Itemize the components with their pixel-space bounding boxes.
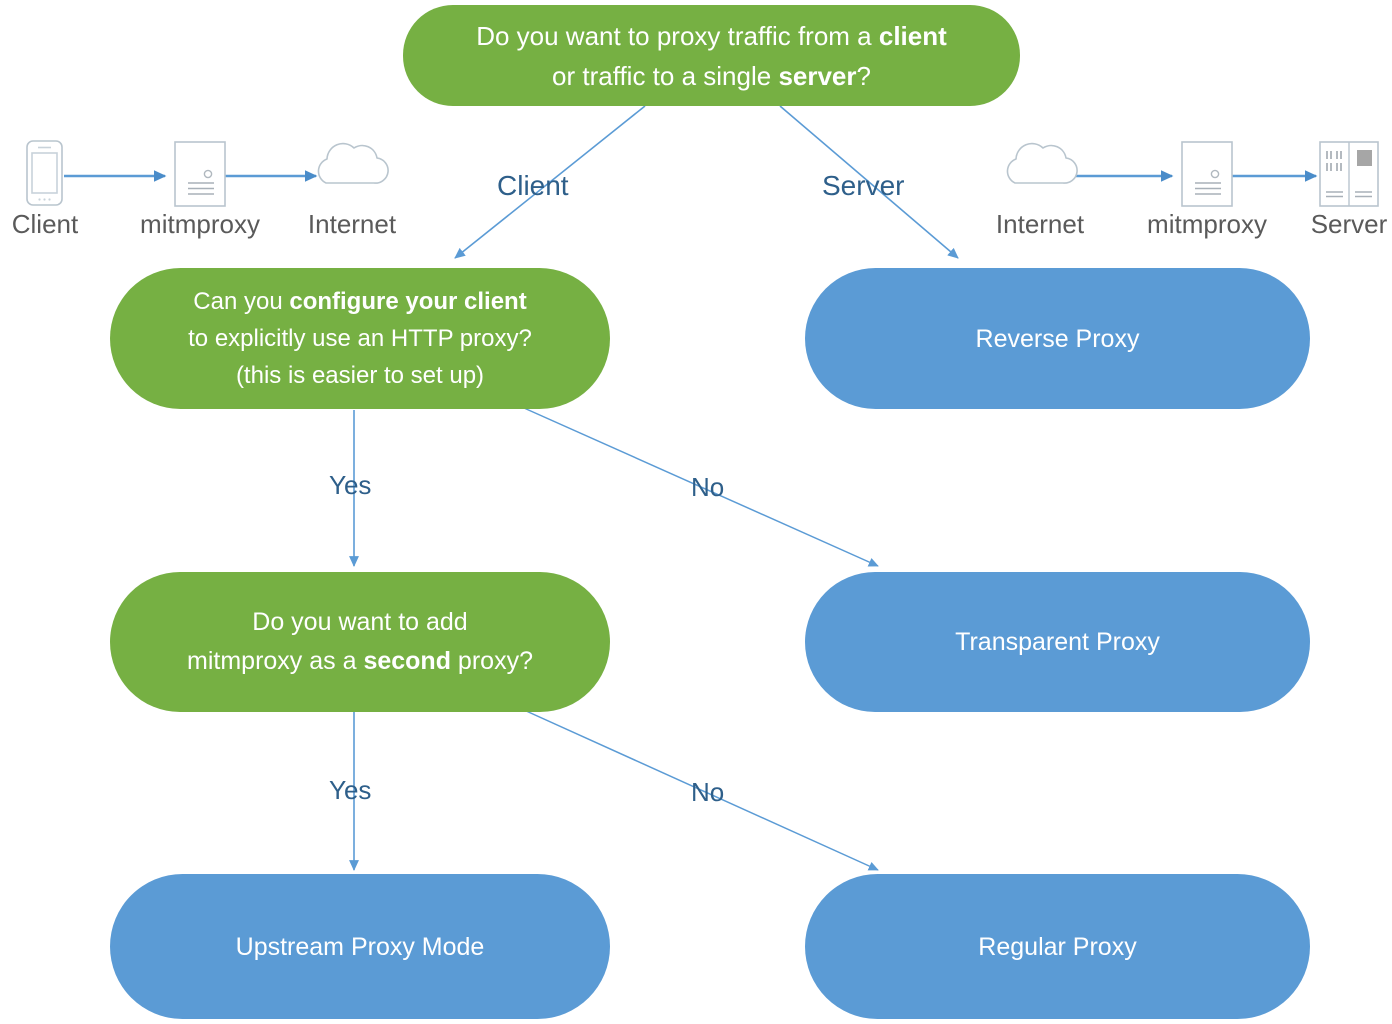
result-node-upstream-proxy-mode-label: Upstream Proxy Mode (235, 932, 485, 961)
result-node-upstream-proxy-mode[interactable]: Upstream Proxy Mode (110, 874, 610, 1019)
illustration-label-internet-right: Internet (995, 209, 1085, 239)
document-icon (1181, 141, 1233, 207)
illustration-label-mitmproxy-right: mitmproxy (1147, 209, 1267, 239)
decision-node-configure-client[interactable]: Can you configure your client to explici… (110, 268, 610, 409)
illustration-label-mitmproxy-left: mitmproxy (140, 209, 260, 239)
result-node-regular-proxy[interactable]: Regular Proxy (805, 874, 1310, 1019)
emphasis-second: second (363, 647, 451, 675)
document-icon (174, 141, 226, 207)
decision-node-second-proxy[interactable]: Do you want to add mitmproxy as a second… (110, 572, 610, 712)
result-node-transparent-proxy-label: Transparent Proxy (955, 628, 1160, 656)
illustration-label-server-right: Server (1310, 209, 1388, 239)
edge-label-yes-2: Yes (329, 775, 372, 805)
result-node-reverse-proxy-label: Reverse Proxy (975, 324, 1140, 353)
edge-label-no-2: No (691, 777, 725, 807)
decision-node-configure-client-label: Can you configure your client to explici… (110, 283, 610, 394)
illustration-label-client: Client (11, 209, 79, 239)
edge-label-no-1: No (691, 472, 725, 502)
edge-label-yes-1: Yes (329, 470, 372, 500)
smartphone-icon (26, 140, 63, 206)
server-rack-icon (1319, 141, 1379, 207)
result-node-reverse-proxy[interactable]: Reverse Proxy (805, 268, 1310, 409)
node-line: mitmproxy as a second proxy? (187, 647, 533, 675)
node-line: Can you configure your client (193, 288, 527, 315)
node-line: Do you want to add (252, 608, 468, 636)
edge-label-client: Client (497, 170, 569, 201)
decision-node-client-or-server[interactable]: Do you want to proxy traffic from a clie… (403, 5, 1020, 106)
cloud-icon (317, 142, 389, 184)
result-node-transparent-proxy[interactable]: Transparent Proxy (805, 572, 1310, 712)
emphasis-client: client (878, 20, 947, 51)
emphasis-configure-your-client: configure your client (289, 288, 527, 315)
node-line: Do you want to proxy traffic from a clie… (476, 20, 947, 51)
node-line: to explicitly use an HTTP proxy? (188, 325, 532, 352)
node-line: or traffic to a single server? (552, 60, 871, 91)
illustration-label-internet-left: Internet (307, 209, 397, 239)
result-node-regular-proxy-label: Regular Proxy (978, 932, 1137, 961)
node-line: (this is easier to set up) (235, 362, 485, 389)
cloud-icon (1006, 142, 1078, 184)
decision-node-second-proxy-label: Do you want to add mitmproxy as a second… (110, 603, 610, 681)
decision-node-client-or-server-label: Do you want to proxy traffic from a clie… (403, 16, 1020, 96)
edge-label-server: Server (822, 170, 905, 201)
emphasis-server: server (778, 60, 857, 91)
